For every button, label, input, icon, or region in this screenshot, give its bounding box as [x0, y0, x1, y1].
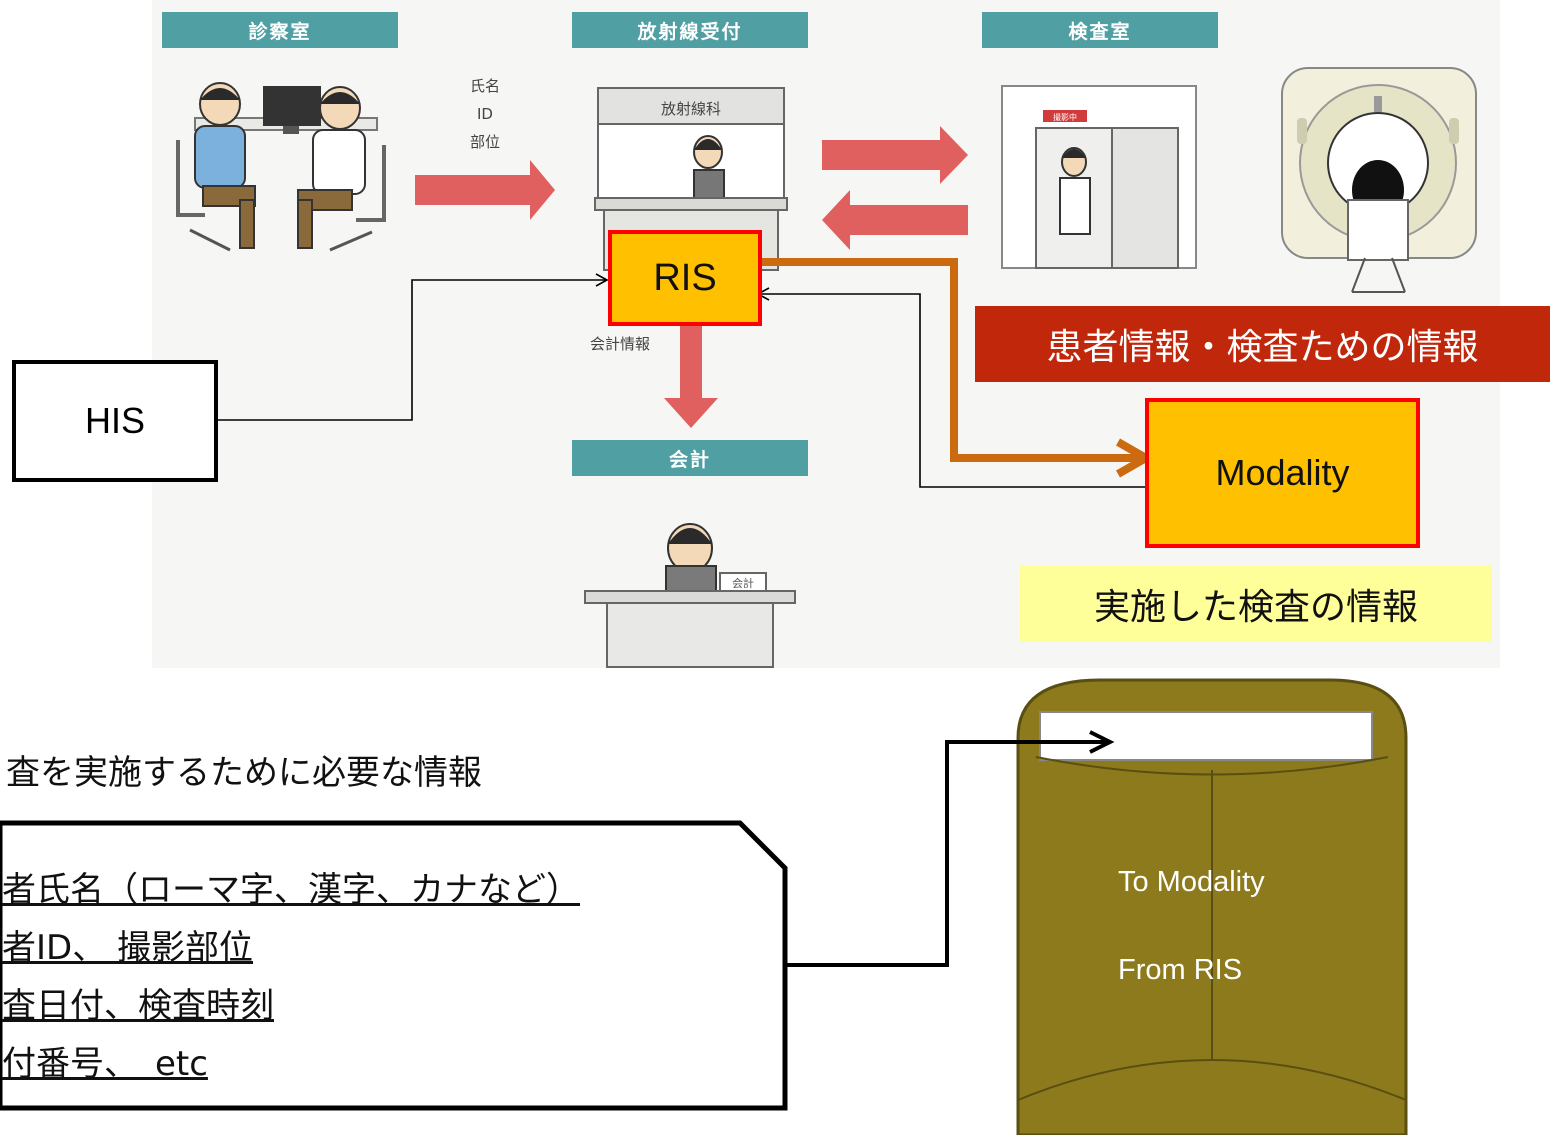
required-info-callout-box [0, 820, 788, 1111]
info-item-exam-datetime: 査日付、検査時刻 [2, 986, 274, 1026]
connector-his-to-ris [218, 273, 609, 421]
flow-arrow-to-accounting [664, 322, 718, 428]
required-info-title: 査を実施するために必要な情報 [6, 753, 482, 793]
in-progress-sign: 撮影中 [1053, 112, 1077, 122]
performed-exam-info-callout: 実施した検査の情報 [1020, 566, 1492, 642]
reception-sign: 放射線科 [661, 100, 721, 118]
connector-modality-to-ris [756, 287, 1148, 488]
patient-exam-info-callout: 患者情報・検査ための情報 [975, 306, 1550, 382]
flow-arrow-to-reception-return [822, 190, 968, 250]
modality-box[interactable]: Modality [1145, 398, 1420, 548]
envelope-illustration [1016, 678, 1408, 1135]
patient-name-label: 氏名 [469, 77, 500, 95]
his-label: HIS [84, 400, 145, 441]
ris-box[interactable]: RIS [608, 230, 762, 326]
flow-arrow-to-inspection [822, 126, 968, 184]
envelope-from-label: From RIS [1118, 954, 1243, 986]
accounting-info-label: 会計情報 [589, 335, 650, 353]
header-accounting: 会計 [572, 440, 808, 476]
body-part-label: 部位 [469, 133, 500, 151]
modality-label: Modality [1215, 452, 1350, 493]
envelope-to-label: To Modality [1118, 866, 1265, 898]
his-box[interactable]: HIS [12, 360, 218, 482]
inspection-room-illustration [1001, 85, 1197, 269]
info-item-accession-number: 付番号、 etc [2, 1044, 208, 1084]
info-item-patient-name: 者氏名（ローマ字、漢字、カナなど） [2, 870, 580, 910]
header-inspection-room: 検査室 [982, 12, 1218, 48]
patient-id-label: ID [477, 105, 493, 123]
exam-room-illustration [176, 82, 386, 252]
connector-ris-to-modality [758, 258, 1146, 458]
ris-label: RIS [653, 256, 717, 299]
header-exam-room: 診察室 [162, 12, 398, 48]
ct-scanner-illustration [1281, 67, 1477, 293]
info-item-patient-id: 者ID、 撮影部位 [2, 928, 254, 968]
header-radiology-reception: 放射線受付 [572, 12, 808, 48]
patient-info-label: 氏名 ID 部位 [455, 72, 515, 156]
counter-sign: 会計 [732, 576, 754, 590]
flow-arrow-to-reception [415, 160, 555, 220]
connector-info-to-envelope [785, 730, 1115, 967]
accounting-counter-illustration [584, 523, 796, 668]
